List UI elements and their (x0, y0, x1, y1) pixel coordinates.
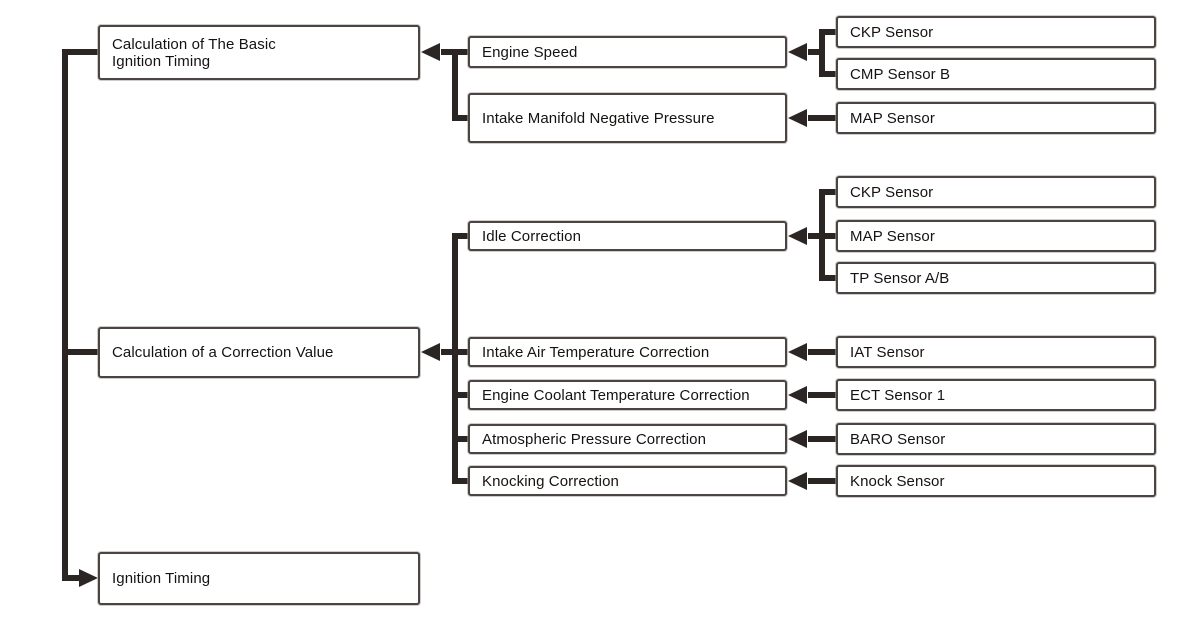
node-engine-coolant-temperature-correction: Engine Coolant Temperature Correction (468, 380, 787, 410)
node-label: Intake Manifold Negative Pressure (482, 109, 715, 127)
node-intake-manifold-negative-pressure: Intake Manifold Negative Pressure (468, 93, 787, 143)
connector-ckp-map-tp-to-idle-correction (808, 189, 836, 281)
arrowhead-into-ignition-timing (79, 569, 98, 587)
arrowhead-into-engine-speed (788, 43, 807, 61)
node-label: Atmospheric Pressure Correction (482, 430, 707, 448)
node-label: ECT Sensor 1 (850, 386, 946, 404)
node-calc-correction-value: Calculation of a Correction Value (98, 327, 420, 378)
node-ckp-sensor-basic: CKP Sensor (836, 16, 1156, 48)
node-label: TP Sensor A/B (850, 269, 950, 287)
arrowhead-into-calc-correction-value (421, 343, 440, 361)
node-label: CKP Sensor (850, 183, 934, 201)
node-ckp-sensor-idle: CKP Sensor (836, 176, 1156, 208)
connector-corrections-to-calc-correction-value (441, 233, 468, 484)
node-cmp-sensor-b: CMP Sensor B (836, 58, 1156, 90)
node-map-sensor-basic: MAP Sensor (836, 102, 1156, 134)
connector-trunk-calcs-to-ignition-timing (62, 49, 98, 581)
node-label: Calculation of The Basic Ignition Timing (112, 35, 276, 70)
node-ignition-timing: Ignition Timing (98, 552, 420, 605)
node-label: CMP Sensor B (850, 65, 951, 83)
node-label: CKP Sensor (850, 23, 934, 41)
arrowhead-into-knocking-correction (788, 472, 807, 490)
node-intake-air-temperature-correction: Intake Air Temperature Correction (468, 337, 787, 367)
node-label: Knock Sensor (850, 472, 945, 490)
node-label: Intake Air Temperature Correction (482, 343, 710, 361)
node-knock-sensor: Knock Sensor (836, 465, 1156, 497)
node-iat-sensor: IAT Sensor (836, 336, 1156, 368)
node-baro-sensor: BARO Sensor (836, 423, 1156, 455)
node-calc-basic-ignition-timing: Calculation of The Basic Ignition Timing (98, 25, 420, 80)
node-label: Engine Speed (482, 43, 578, 61)
connector-ckp-cmp-to-engine-speed (808, 29, 836, 77)
node-atmospheric-pressure-correction: Atmospheric Pressure Correction (468, 424, 787, 454)
connector-engine-speed-intake-manifold-to-calc-basic (441, 49, 468, 121)
node-label: MAP Sensor (850, 109, 935, 127)
arrowhead-into-intake-air-correction (788, 343, 807, 361)
arrowhead-into-calc-basic (421, 43, 440, 61)
node-knocking-correction: Knocking Correction (468, 466, 787, 496)
node-label: IAT Sensor (850, 343, 925, 361)
node-idle-correction: Idle Correction (468, 221, 787, 251)
node-map-sensor-idle: MAP Sensor (836, 220, 1156, 252)
node-label: Idle Correction (482, 227, 582, 245)
node-label: Engine Coolant Temperature Correction (482, 386, 750, 404)
arrowhead-into-coolant-correction (788, 386, 807, 404)
node-tp-sensor-ab: TP Sensor A/B (836, 262, 1156, 294)
node-label: Calculation of a Correction Value (112, 344, 334, 361)
node-label: Knocking Correction (482, 472, 619, 490)
node-label: Ignition Timing (112, 570, 211, 587)
arrowhead-into-atmospheric-correction (788, 430, 807, 448)
node-ect-sensor-1: ECT Sensor 1 (836, 379, 1156, 411)
node-label: BARO Sensor (850, 430, 946, 448)
arrowhead-into-intake-manifold (788, 109, 807, 127)
arrowhead-into-idle-correction (788, 227, 807, 245)
node-label: MAP Sensor (850, 227, 935, 245)
node-engine-speed: Engine Speed (468, 36, 787, 68)
